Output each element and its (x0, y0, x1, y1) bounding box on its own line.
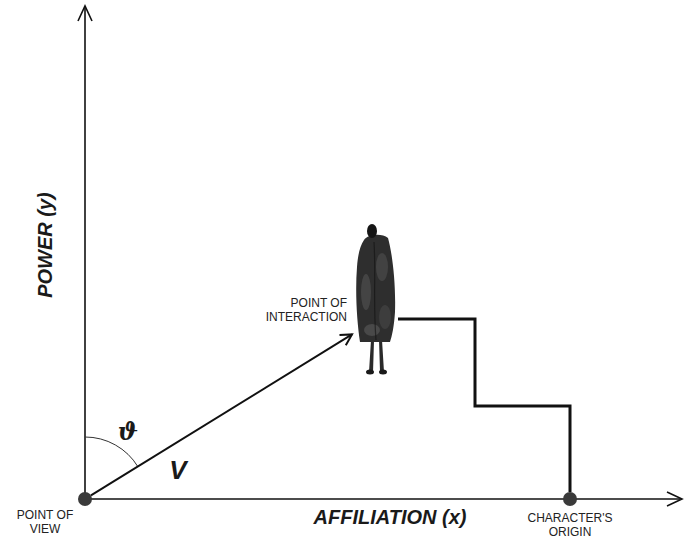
interaction-figure: POINT OF INTERACTION (352, 222, 398, 376)
figure-foot (379, 370, 387, 375)
label-holder: ϑ (113, 417, 143, 446)
vector-label: V (163, 455, 193, 485)
origin-point: CHARACTER'S ORIGIN (563, 492, 577, 506)
affiliation-axis (85, 498, 680, 500)
point-label: POINT OF VIEW (12, 508, 78, 536)
figure-texture (376, 253, 388, 281)
figure-texture (361, 274, 371, 310)
view-point: POINT OF VIEW (78, 492, 92, 506)
figure-head (367, 224, 377, 238)
point-label: CHARACTER'S ORIGIN (525, 511, 615, 539)
label-holder: V (163, 455, 193, 485)
cloaked-figure (352, 222, 398, 376)
axis-arrowhead (78, 6, 92, 21)
axis-title: POWER (y) (33, 175, 57, 315)
figure-texture (379, 305, 391, 329)
axis-title: AFFILIATION (x) (280, 505, 500, 529)
angle-symbol: ϑ (113, 417, 143, 446)
label-holder: AFFILIATION (x) (280, 505, 500, 529)
staircase-path (398, 319, 570, 492)
figure-foot (366, 370, 374, 375)
figure-cloak (356, 235, 395, 342)
point-label: POINT OF INTERACTION (255, 296, 347, 324)
vector-arrow (91, 334, 352, 495)
figure-leg (379, 340, 384, 372)
figure-leg (369, 340, 374, 372)
figure-fold (374, 242, 376, 340)
label-holder: POWER (y) (33, 175, 57, 315)
axis-arrowhead (667, 492, 682, 506)
figure-texture (364, 324, 380, 336)
power-axis (84, 8, 86, 499)
